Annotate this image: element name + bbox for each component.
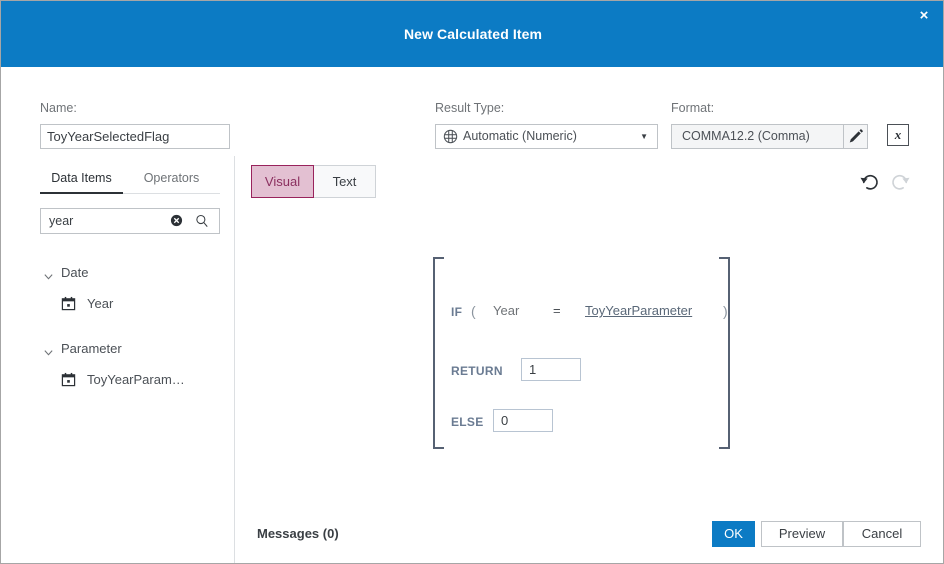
redo-arrow-icon [889,171,911,193]
tree-group-label: Parameter [61,341,122,356]
search-input[interactable] [41,209,171,233]
keyword-else: ELSE [451,415,484,429]
operator-token[interactable]: = [553,303,561,318]
formula-canvas[interactable]: IF ( Year = ToyYearParameter ) RETURN EL… [235,201,943,496]
name-input[interactable] [40,124,230,149]
keyword-if: IF [451,305,463,319]
tab-operators[interactable]: Operators [123,166,220,194]
paren-close: ) [723,303,728,319]
close-icon[interactable]: × [919,7,929,24]
format-edit-button[interactable] [843,124,868,149]
bracket-left [433,257,444,449]
tab-data-items[interactable]: Data Items [40,166,123,194]
data-items-tree: Date Year Parameter [40,263,225,401]
editor-mode-visual[interactable]: Visual [251,165,314,198]
messages-label[interactable]: Messages (0) [257,526,339,541]
panel-divider [234,156,235,563]
magnifier-icon[interactable] [195,214,209,228]
left-panel-tabs: Data Items Operators [40,166,220,195]
format-value[interactable]: COMMA12.2 (Comma) [671,124,843,149]
chevron-down-icon [43,345,54,356]
ok-button[interactable]: OK [712,521,755,547]
cancel-button[interactable]: Cancel [843,521,921,547]
tree-item-year[interactable]: Year [61,294,225,325]
expression-block: IF ( Year = ToyYearParameter ) RETURN EL… [433,257,730,449]
format-label: Format: [671,101,715,115]
tree-group-date[interactable]: Date [40,263,225,294]
editor-mode-text[interactable]: Text [314,165,376,198]
keyword-return: RETURN [451,364,503,378]
tree-group-label: Date [61,265,89,280]
format-expression-button[interactable]: x [887,124,909,146]
dialog-title: New Calculated Item [403,26,543,42]
return-value-input[interactable] [521,358,581,381]
tree-item-toyyearparameter[interactable]: ToyYearParam… [61,370,225,401]
tree-spacer [40,325,225,339]
operand-right-token[interactable]: ToyYearParameter [585,303,693,318]
clear-circle-icon[interactable] [170,214,183,227]
pencil-icon [849,129,864,143]
chevron-down-icon [43,269,54,280]
result-type-select[interactable]: Automatic (Numeric) ▼ [435,124,658,149]
search-box [40,208,220,234]
paren-open: ( [471,303,476,319]
numeric-grid-icon [443,129,458,144]
else-value-input[interactable] [493,409,553,432]
chevron-down-icon: ▼ [640,132,648,141]
dialog-titlebar: New Calculated Item × [1,1,943,67]
bracket-right [719,257,730,449]
tree-item-label: Year [87,296,114,311]
preview-button[interactable]: Preview [761,521,843,547]
result-type-label: Result Type: [435,101,505,115]
tree-group-parameter[interactable]: Parameter [40,339,225,370]
result-type-value: Automatic (Numeric) [463,129,577,143]
operand-left-token[interactable]: Year [493,303,520,318]
tree-item-label: ToyYearParam… [87,372,185,387]
calendar-icon [61,296,76,311]
undo-arrow-icon[interactable] [859,171,881,193]
name-label: Name: [40,101,77,115]
calendar-icon [61,372,76,387]
